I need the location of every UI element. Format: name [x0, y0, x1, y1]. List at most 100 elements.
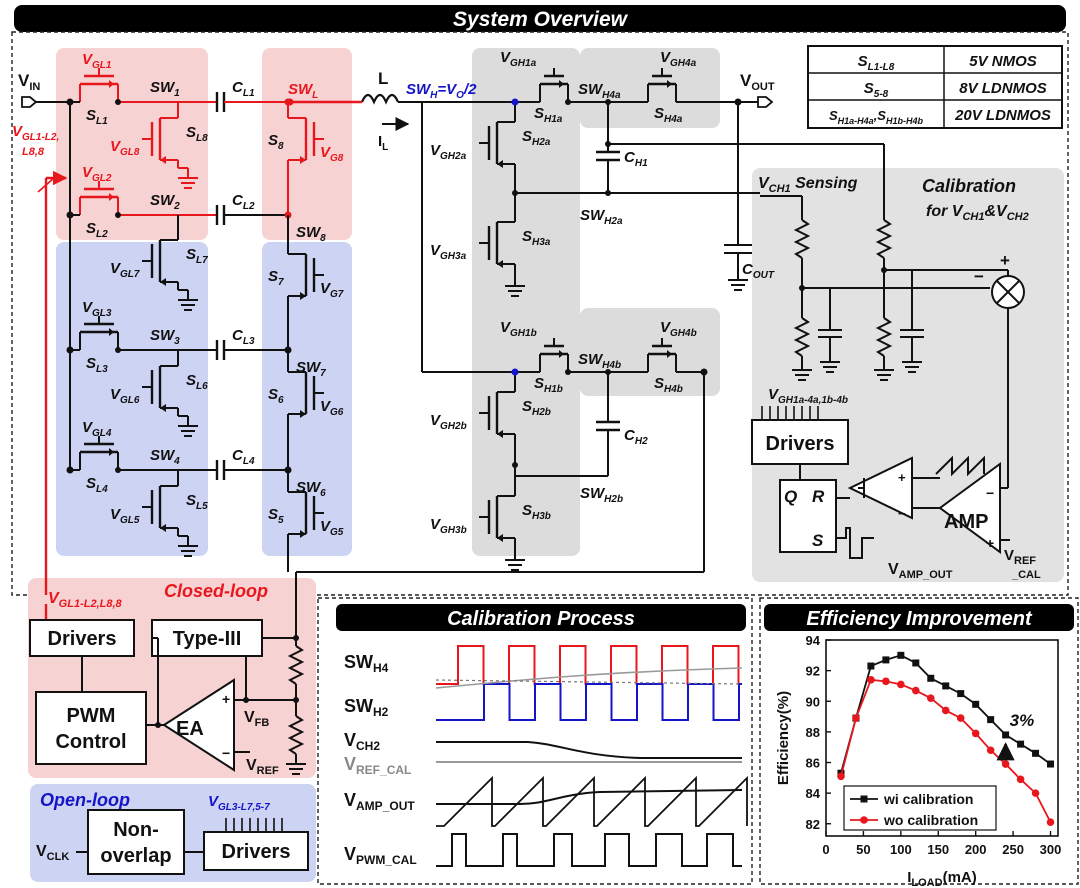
- svg-text:−: −: [222, 745, 230, 761]
- svg-text:−: −: [898, 506, 906, 521]
- ch1-sensing-block: VCH1 Sensing Calibration for VCH1&VCH2: [758, 144, 1029, 489]
- y-tick-label: 82: [806, 817, 820, 832]
- calibration-process-banner: Calibration Process: [336, 604, 746, 631]
- waveform-label-vamp_out: VAMP_OUT: [344, 790, 415, 813]
- switch-label-sl8: SL8: [186, 124, 208, 144]
- series-point: [852, 714, 860, 722]
- svg-text:VCLK: VCLK: [36, 843, 69, 863]
- series-point: [957, 690, 965, 698]
- svg-text:overlap: overlap: [100, 845, 171, 867]
- switch-label-sh2b: SH2b: [522, 398, 551, 418]
- waveform-label-vref_cal: VREF_CAL: [344, 754, 411, 777]
- device-table: SL1-L8 5V NMOS S5-8 8V LDNMOS SH1a-H4a,S…: [807, 45, 1063, 129]
- x-tick-label: 250: [1002, 842, 1024, 857]
- device-type-3: 20V LDNMOS: [954, 107, 1051, 124]
- gate-label-vgl8: VGL8: [110, 138, 140, 158]
- gate-label-vg5: VG5: [320, 518, 344, 538]
- ea-amplifier: [162, 678, 235, 772]
- inductor: L IL SWL SWH=VO/2: [286, 69, 519, 376]
- switch-label-sh3a: SH3a: [522, 228, 551, 248]
- series-point: [912, 659, 920, 667]
- series-point: [897, 651, 905, 659]
- closed-loop-drivers: [29, 619, 135, 657]
- svg-text:L8,8: L8,8: [22, 146, 45, 158]
- svg-text:Type-III: Type-III: [173, 628, 242, 650]
- y-tick-label: 90: [806, 694, 820, 709]
- svg-text:SH1a-H4a,SH1b-H4b: SH1a-H4a,SH1b-H4b: [829, 108, 924, 126]
- grey-region-h4b: [580, 308, 720, 396]
- svg-text:VGL1-L2,L8,8: VGL1-L2,L8,8: [48, 590, 123, 610]
- series-point: [897, 680, 905, 689]
- svg-text:SWH=VO/2: SWH=VO/2: [406, 81, 477, 101]
- gate-label-vgh1a: VGH1a: [500, 49, 537, 69]
- switch-label-sh1a: SH1a: [534, 105, 563, 125]
- gate-label-vgl6: VGL6: [110, 386, 140, 406]
- series-point: [987, 716, 995, 724]
- switch-label-sl7: SL7: [186, 246, 208, 266]
- series-point: [867, 676, 875, 684]
- calibration-process-frame: [317, 597, 753, 885]
- switch-label-sh1b: SH1b: [534, 375, 563, 395]
- x-tick-label: 150: [927, 842, 949, 857]
- closed-loop-title: Closed-loop: [164, 581, 268, 601]
- svg-text:SWL: SWL: [288, 81, 318, 101]
- system-overview-title: System Overview: [453, 8, 629, 31]
- y-tick-label: 92: [806, 664, 820, 679]
- svg-text:VREF: VREF: [1004, 547, 1036, 567]
- svg-text:Q: Q: [784, 487, 797, 506]
- waveform-label-swh2: SWH2: [344, 696, 389, 719]
- system-overview-banner: System Overview: [14, 5, 1066, 32]
- cap-label-ch1: CH1: [624, 149, 648, 169]
- gate-label-vgl1: VGL1: [82, 51, 112, 71]
- series-point: [926, 694, 935, 702]
- switch-label-sh2a: SH2a: [522, 128, 551, 148]
- svg-text:−: −: [974, 267, 984, 286]
- svg-text:for VCH1&VCH2: for VCH1&VCH2: [926, 203, 1029, 223]
- svg-text:Drivers: Drivers: [766, 433, 835, 455]
- series-point: [956, 714, 965, 722]
- device-type-1: 5V NMOS: [969, 53, 1037, 70]
- waveform-label-vch2: VCH2: [344, 730, 380, 753]
- switch-label-sl5: SL5: [186, 492, 208, 512]
- svg-text:VCH1 Sensing: VCH1 Sensing: [758, 175, 858, 195]
- series-point: [837, 772, 845, 781]
- closed-loop-block: Closed-loop VGL1-L2,L8,8 Drivers Type-II…: [29, 372, 705, 777]
- series-point: [1047, 760, 1055, 768]
- node-label-sw8: SW8: [296, 224, 326, 244]
- series-point: [971, 729, 980, 738]
- svg-text:VGL3-L7,5-7: VGL3-L7,5-7: [208, 793, 270, 813]
- node-label-sw-h4a: SWH4a: [578, 81, 621, 101]
- cap-label-cl2: CL2: [232, 192, 255, 212]
- series-point: [882, 677, 890, 686]
- gate-label-vgl4: VGL4: [82, 419, 112, 439]
- gate-label-vgl3: VGL3: [82, 299, 112, 319]
- svg-text:VGH1a-4a,1b-4b: VGH1a-4a,1b-4b: [768, 386, 848, 406]
- series-point: [1016, 775, 1025, 784]
- node-label-sw4: SW4: [150, 447, 180, 467]
- gate-label-vgh2b: VGH2b: [430, 412, 467, 432]
- gate-label-vgh4b: VGH4b: [660, 319, 697, 339]
- svg-text:VIN: VIN: [18, 71, 40, 93]
- pink-region-left: [56, 48, 208, 240]
- svg-text:Calibration: Calibration: [922, 176, 1016, 196]
- cap-label-ch2: CH2: [624, 427, 648, 447]
- svg-text:VGL1-L2,: VGL1-L2,: [12, 123, 59, 143]
- gate-label-vg7: VG7: [320, 280, 344, 300]
- svg-text:S5-8: S5-8: [864, 80, 889, 100]
- switch-label-sl1: SL1: [86, 107, 108, 127]
- x-tick-label: 100: [890, 842, 912, 857]
- y-tick-label: 94: [806, 633, 821, 648]
- legend-entry-1: wo calibration: [883, 812, 978, 828]
- svg-text:EA: EA: [176, 718, 204, 740]
- svg-text:COUT: COUT: [742, 261, 775, 281]
- switch-label-sl2: SL2: [86, 220, 108, 240]
- gate-label-vg6: VG6: [320, 398, 344, 418]
- grey-region-h4a: [580, 48, 720, 128]
- svg-text:VREF: VREF: [246, 757, 279, 777]
- switch-label-s7: S7: [268, 268, 284, 288]
